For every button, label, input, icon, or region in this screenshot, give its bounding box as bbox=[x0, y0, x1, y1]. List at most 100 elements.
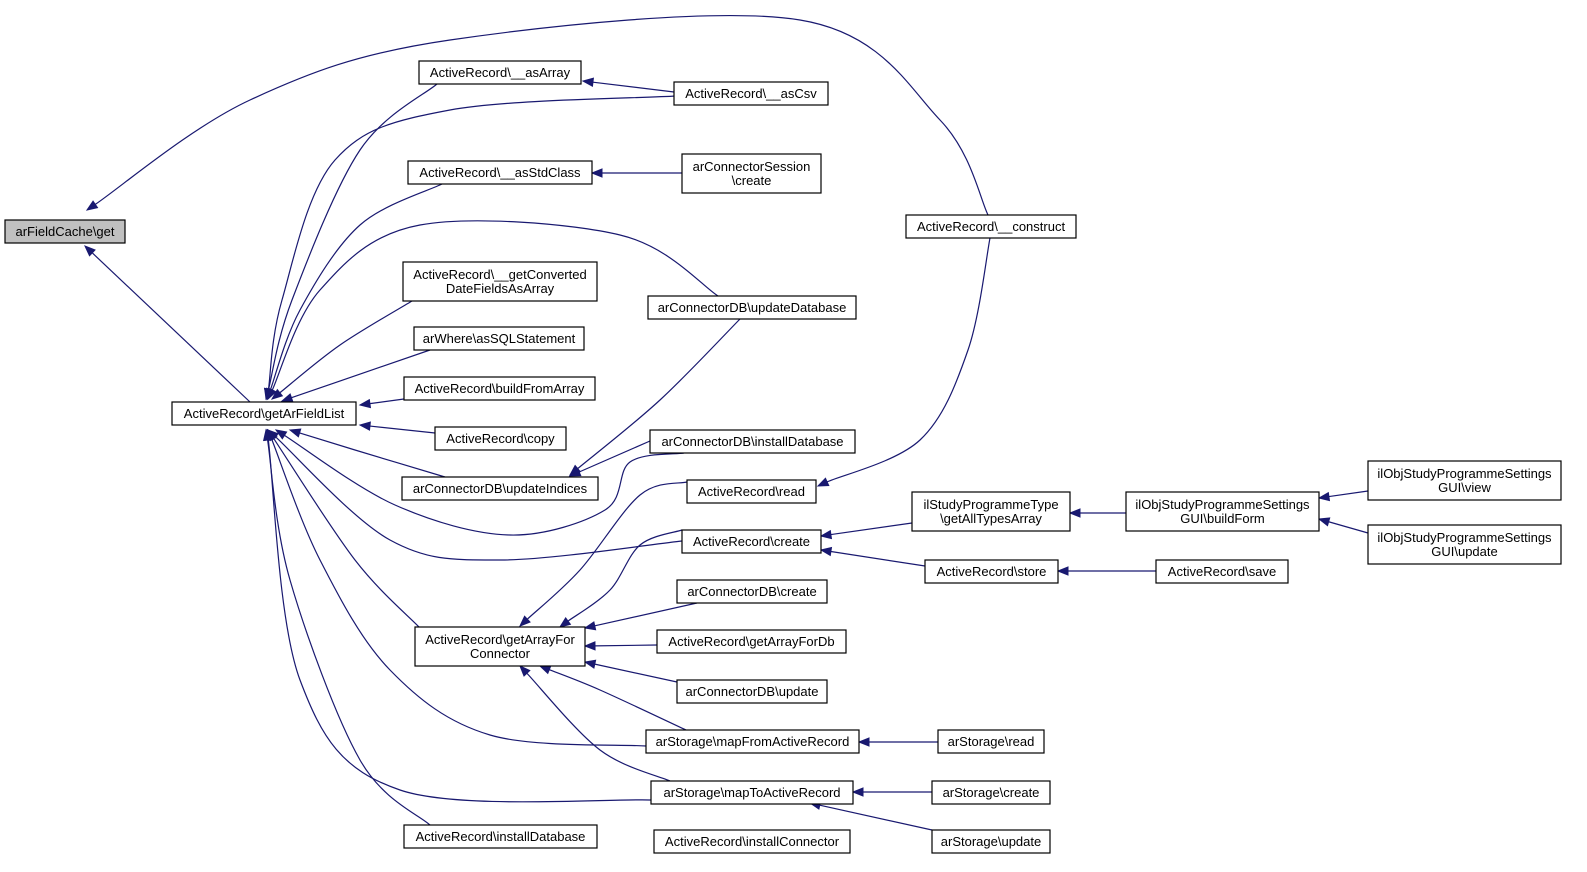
node-label: ActiveRecord\read bbox=[698, 484, 805, 499]
node-label: arConnectorDB\create bbox=[687, 584, 816, 599]
arrowhead-icon bbox=[1056, 566, 1069, 576]
arrowhead-icon bbox=[819, 529, 833, 540]
edge-type-get-all-to-create bbox=[819, 522, 913, 540]
node-build-from-array[interactable]: ActiveRecord\buildFromArray bbox=[403, 376, 596, 401]
node-update-indices[interactable]: arConnectorDB\updateIndices bbox=[401, 476, 599, 501]
edge-map-to-to-get-array-for-connector bbox=[519, 665, 671, 782]
edges-layer bbox=[84, 15, 1369, 831]
edge-save-to-store bbox=[1056, 566, 1156, 576]
arrowhead-icon bbox=[581, 77, 594, 87]
node-label: ActiveRecord\getArFieldList bbox=[184, 406, 345, 421]
node-as-csv[interactable]: ActiveRecord\__asCsv bbox=[673, 81, 829, 106]
edge-as-array-to-get-ar-field-list bbox=[264, 83, 438, 401]
edge-get-converted-to-get-ar-field-list bbox=[270, 300, 413, 400]
node-label: \create bbox=[732, 173, 772, 188]
edge-install-database-db-to-get-ar-field-list bbox=[274, 429, 685, 536]
node-as-std-class[interactable]: ActiveRecord\__asStdClass bbox=[407, 160, 593, 185]
nodes-layer: arFieldCache\getActiveRecord\getArFieldL… bbox=[4, 60, 1562, 854]
edge-conn-session-create-to-as-std-class bbox=[590, 168, 682, 178]
node-label: ActiveRecord\__asStdClass bbox=[419, 165, 581, 180]
node-get-ar-field-list[interactable]: ActiveRecord\getArFieldList bbox=[171, 401, 357, 426]
arrowhead-icon bbox=[267, 387, 277, 401]
node-label: ilObjStudyProgrammeSettings bbox=[1377, 466, 1552, 481]
node-db-update[interactable]: arConnectorDB\update bbox=[676, 679, 828, 704]
node-type-get-all[interactable]: ilStudyProgrammeType\getAllTypesArray bbox=[911, 491, 1071, 532]
arrowhead-icon bbox=[274, 429, 288, 440]
edge-read-to-construct bbox=[816, 237, 991, 487]
edge-db-create-to-get-array-for-connector bbox=[583, 602, 698, 631]
node-storage-create[interactable]: arStorage\create bbox=[931, 780, 1051, 805]
node-install-database-ar[interactable]: ActiveRecord\installDatabase bbox=[403, 824, 598, 849]
node-get-converted[interactable]: ActiveRecord\__getConvertedDateFieldsAsA… bbox=[402, 261, 598, 302]
edge-as-csv-to-get-ar-field-list bbox=[263, 95, 677, 401]
node-store[interactable]: ActiveRecord\store bbox=[924, 559, 1059, 584]
node-label: arFieldCache\get bbox=[16, 224, 115, 239]
arrowhead-icon bbox=[816, 477, 830, 487]
node-root[interactable]: arFieldCache\get bbox=[4, 219, 126, 244]
edge-get-array-for-connector-to-get-ar-field-list bbox=[267, 428, 420, 628]
edge-read-to-get-array-for-connector bbox=[519, 481, 688, 627]
edge-get-array-for-db-to-get-array-for-connector bbox=[583, 641, 658, 651]
node-map-to[interactable]: arStorage\mapToActiveRecord bbox=[650, 780, 854, 805]
node-save[interactable]: ActiveRecord\save bbox=[1155, 559, 1289, 584]
node-label: ActiveRecord\getArrayFor bbox=[425, 632, 575, 647]
arrowhead-icon bbox=[358, 398, 372, 409]
node-label: ActiveRecord\buildFromArray bbox=[415, 381, 585, 396]
node-conn-session-create[interactable]: arConnectorSession\create bbox=[681, 153, 822, 194]
edge-storage-update-to-map-to bbox=[808, 800, 933, 831]
arrowhead-icon bbox=[851, 787, 864, 797]
edge-get-ar-field-list-to-root bbox=[84, 245, 251, 403]
arrowhead-icon bbox=[819, 546, 833, 557]
edge-create-to-get-array-for-connector bbox=[558, 529, 683, 628]
node-label: ilObjStudyProgrammeSettings bbox=[1135, 497, 1310, 512]
edge-update-indices-to-get-ar-field-list bbox=[288, 428, 446, 478]
node-label: arStorage\read bbox=[948, 734, 1035, 749]
node-construct[interactable]: ActiveRecord\__construct bbox=[905, 214, 1077, 239]
edge-storage-create-to-map-to bbox=[851, 787, 932, 797]
node-as-array[interactable]: ActiveRecord\__asArray bbox=[418, 60, 582, 85]
node-label: ActiveRecord\__asArray bbox=[430, 65, 571, 80]
node-label: ActiveRecord\copy bbox=[446, 431, 555, 446]
edge-copy-to-get-ar-field-list bbox=[358, 421, 436, 434]
arrowhead-icon bbox=[1317, 491, 1331, 502]
node-install-database-db[interactable]: arConnectorDB\installDatabase bbox=[649, 429, 856, 454]
arrowhead-icon bbox=[84, 245, 96, 257]
arrowhead-icon bbox=[538, 665, 552, 675]
node-copy[interactable]: ActiveRecord\copy bbox=[434, 426, 567, 451]
edge-map-from-to-get-array-for-connector bbox=[538, 665, 687, 731]
arrowhead-icon bbox=[270, 388, 284, 400]
node-update-database[interactable]: arConnectorDB\updateDatabase bbox=[647, 295, 857, 320]
node-label: arStorage\create bbox=[943, 785, 1040, 800]
arrowhead-icon bbox=[583, 659, 597, 669]
node-as-sql[interactable]: arWhere\asSQLStatement bbox=[413, 326, 585, 351]
arrowhead-icon bbox=[280, 393, 294, 403]
edge-storage-read-to-map-from bbox=[857, 737, 938, 747]
arrowhead-icon bbox=[288, 428, 302, 438]
edge-as-sql-to-get-ar-field-list bbox=[280, 349, 431, 403]
node-label: arConnectorDB\update bbox=[686, 684, 819, 699]
node-label: ActiveRecord\create bbox=[693, 534, 810, 549]
edge-build-from-array-to-get-ar-field-list bbox=[358, 398, 405, 409]
node-create[interactable]: ActiveRecord\create bbox=[681, 529, 822, 554]
edge-construct-to-root bbox=[85, 15, 989, 216]
node-label: Connector bbox=[470, 646, 531, 661]
node-storage-update[interactable]: arStorage\update bbox=[931, 829, 1051, 854]
node-label: ActiveRecord\installConnector bbox=[665, 834, 840, 849]
edge-view-to-build-form bbox=[1317, 490, 1369, 502]
node-db-create[interactable]: arConnectorDB\create bbox=[676, 579, 828, 604]
node-label: GUI\update bbox=[1431, 544, 1498, 559]
node-read[interactable]: ActiveRecord\read bbox=[686, 479, 817, 504]
node-map-from[interactable]: arStorage\mapFromActiveRecord bbox=[645, 729, 860, 754]
node-label: \getAllTypesArray bbox=[940, 511, 1042, 526]
node-get-array-for-db[interactable]: ActiveRecord\getArrayForDb bbox=[656, 629, 847, 654]
arrowhead-icon bbox=[358, 421, 371, 431]
node-label: ActiveRecord\installDatabase bbox=[416, 829, 586, 844]
node-install-connector[interactable]: ActiveRecord\installConnector bbox=[653, 829, 851, 854]
node-storage-read[interactable]: arStorage\read bbox=[937, 729, 1045, 754]
node-label: arStorage\mapToActiveRecord bbox=[663, 785, 840, 800]
